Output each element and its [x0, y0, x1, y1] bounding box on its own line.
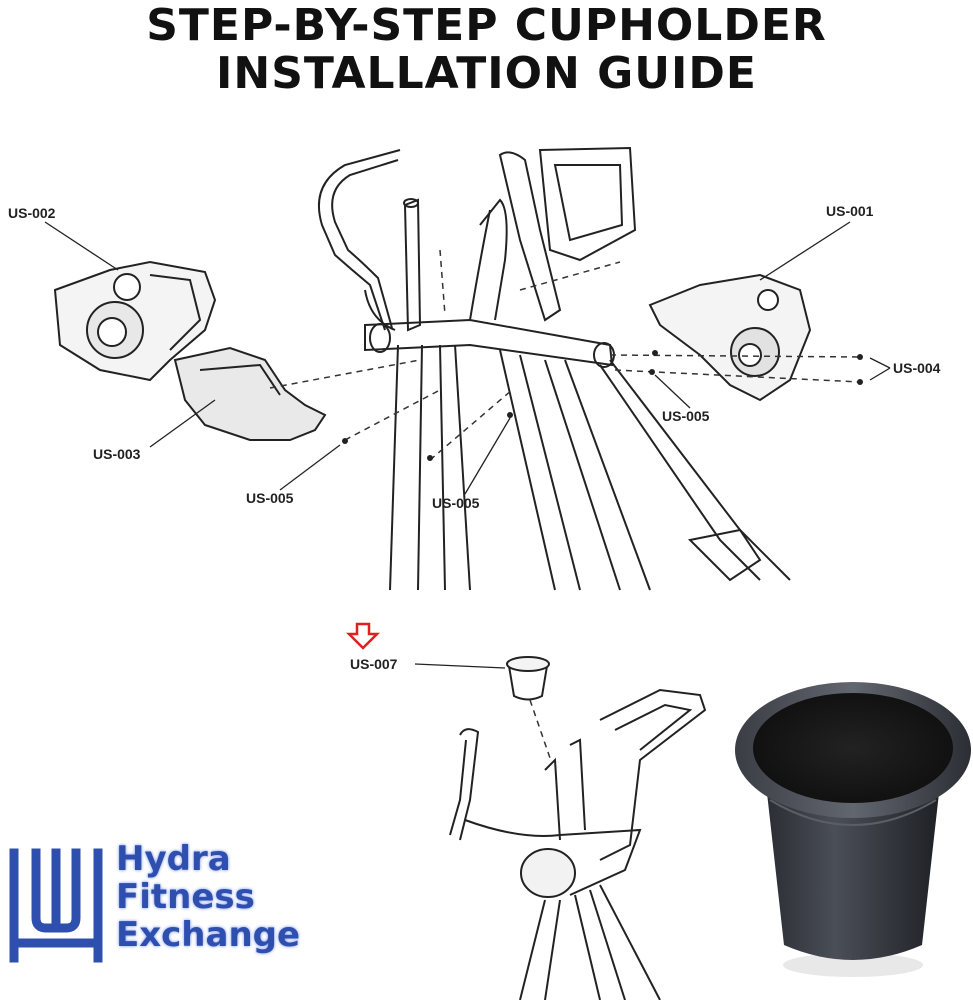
label-us-002: US-002 [8, 205, 56, 221]
shroud-us-001 [648, 273, 812, 402]
title-line-2: INSTALLATION GUIDE [216, 48, 757, 99]
label-us-004: US-004 [893, 360, 941, 376]
cupholder-part-sketch [506, 656, 550, 701]
label-us-007: US-007 [350, 656, 398, 672]
elliptical-frame-bottom [449, 688, 707, 1000]
fasteners [342, 350, 863, 461]
elliptical-frame-top [317, 146, 791, 591]
red-arrow-icon [345, 622, 381, 650]
page-title: STEP-BY-STEP CUPHOLDER INSTALLATION GUID… [0, 2, 973, 98]
shroud-us-002 [53, 260, 217, 382]
label-us-001: US-001 [826, 203, 874, 219]
label-us-005-left: US-005 [246, 490, 294, 506]
logo-wordmark: Hydra Fitness Exchange [116, 840, 300, 954]
hydra-logo-icon [9, 848, 103, 963]
logo-line-1: Hydra [116, 839, 231, 879]
label-us-005-center: US-005 [432, 495, 480, 511]
logo-line-2: Fitness [116, 877, 255, 917]
cupholder-guide-line [529, 699, 551, 759]
brand-logo: Hydra Fitness Exchange [6, 840, 336, 980]
title-line-1: STEP-BY-STEP CUPHOLDER [146, 0, 827, 51]
label-us-005-right: US-005 [662, 408, 710, 424]
us-007-leader [414, 663, 506, 669]
cupholder-photo [735, 682, 971, 977]
label-us-003: US-003 [93, 446, 141, 462]
logo-line-3: Exchange [116, 915, 301, 955]
shroud-us-003 [173, 346, 327, 441]
assembly-guide-lines [269, 249, 861, 461]
label-leaders [44, 221, 891, 495]
